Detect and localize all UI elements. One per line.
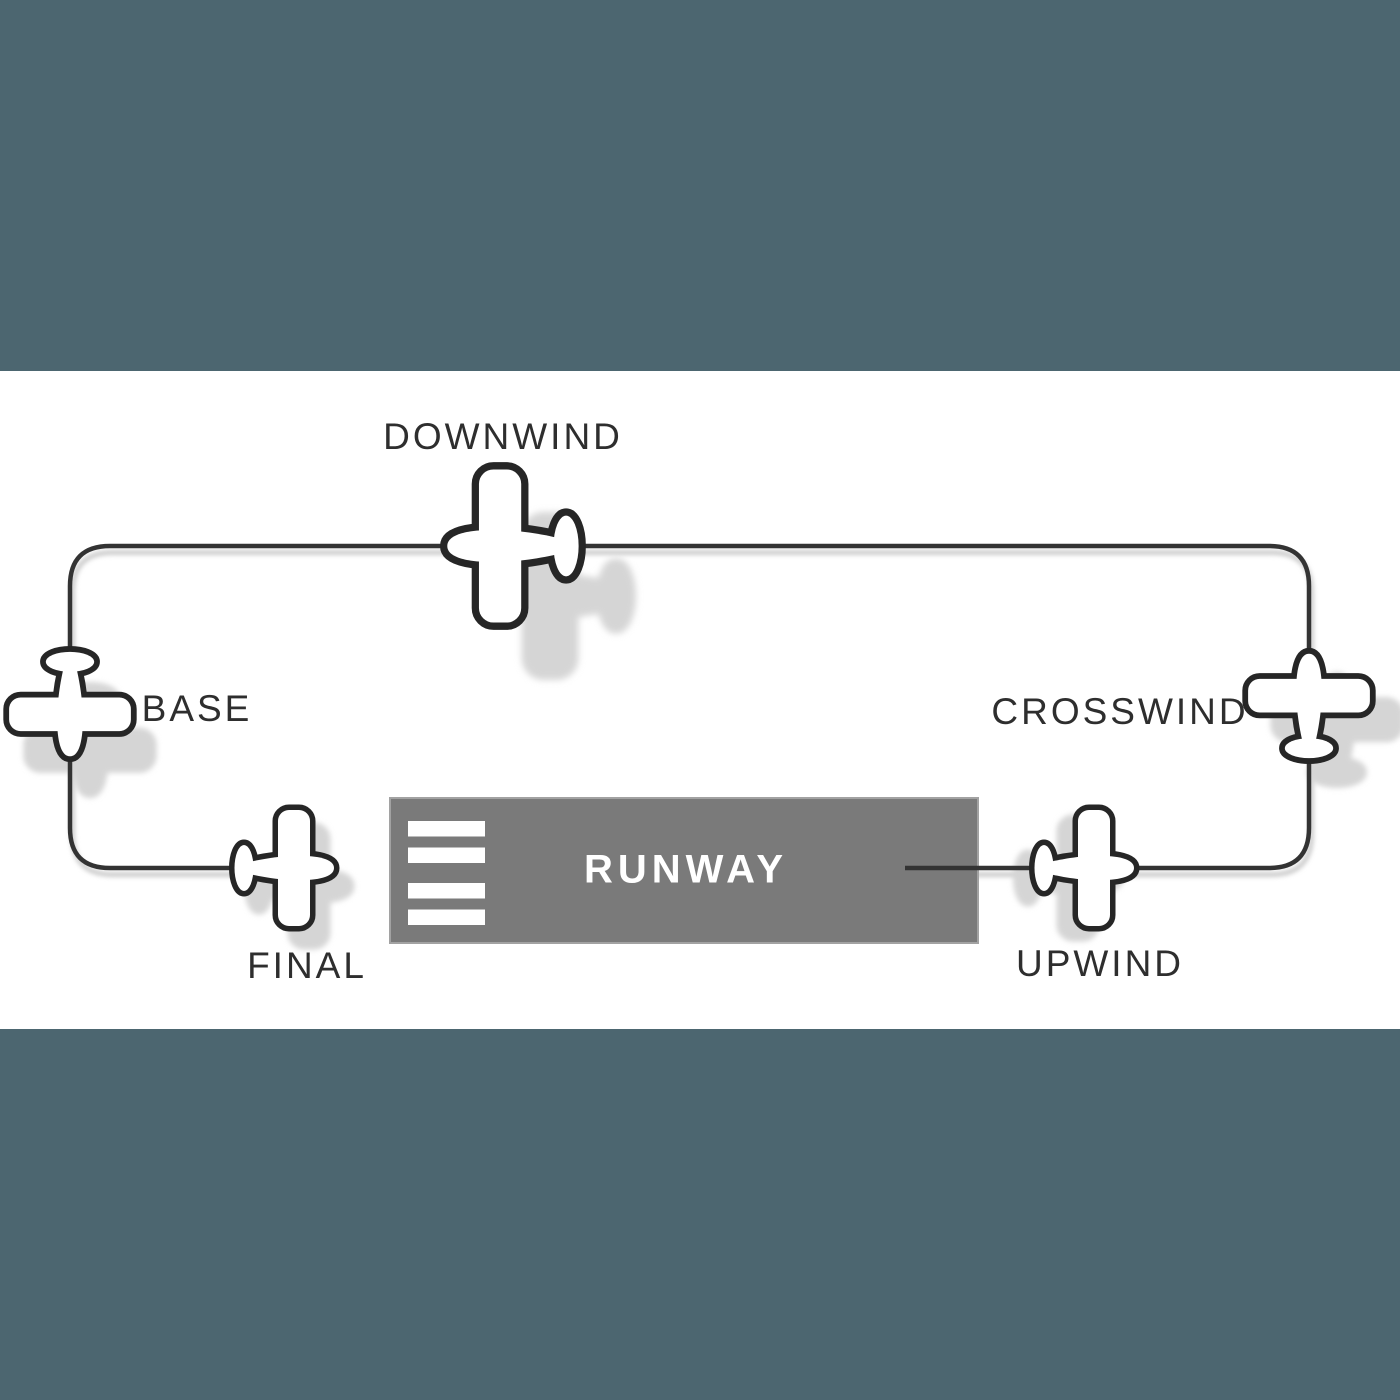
pattern-loop-path bbox=[67, 543, 1312, 871]
runway-threshold-stripe bbox=[408, 821, 485, 837]
airplane-icon-upwind bbox=[1035, 810, 1135, 926]
bottom-letterbox-band bbox=[0, 1029, 1400, 1400]
label-base: BASE bbox=[141, 688, 253, 729]
runway-threshold-stripes bbox=[408, 821, 485, 925]
runway-threshold-stripe bbox=[408, 883, 485, 899]
runway-threshold-stripe bbox=[408, 909, 485, 925]
top-letterbox-band bbox=[0, 0, 1400, 371]
runway-rect bbox=[389, 797, 979, 944]
label-crosswind: CROSSWIND bbox=[991, 691, 1249, 732]
label-final: FINAL bbox=[247, 945, 367, 986]
runway-threshold-stripe bbox=[408, 847, 485, 863]
label-upwind: UPWIND bbox=[1015, 943, 1185, 984]
label-downwind: DOWNWIND bbox=[383, 416, 623, 457]
label-runway: RUNWAY bbox=[583, 847, 789, 892]
